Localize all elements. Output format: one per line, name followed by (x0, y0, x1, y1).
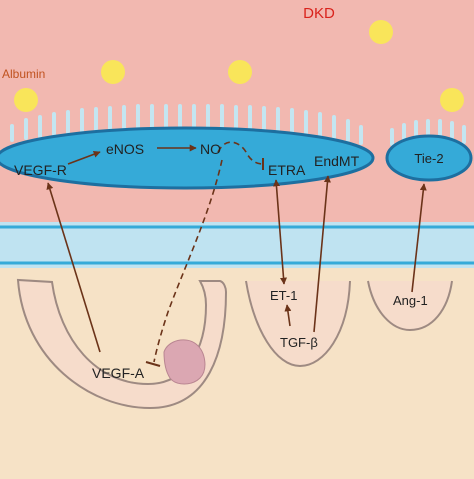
endmt-label: EndMT (314, 153, 360, 169)
etra-label: ETRA (268, 162, 306, 178)
arrow-ang1-to-tie2 (411, 183, 427, 293)
vegf-a-label: VEGF-A (92, 365, 145, 381)
inhibition-no-to-vegfa-bar (145, 361, 161, 367)
albumin-particle (14, 88, 38, 112)
endothelial-layer-background (0, 205, 474, 225)
albumin-particle (369, 20, 393, 44)
arrow-vegfa-to-vegfr (46, 182, 101, 353)
vegf-vesicle (163, 339, 206, 385)
albumin-label: Albumin (2, 67, 45, 81)
endothelial-cell-large (0, 126, 375, 190)
inhibition-no-to-etra (217, 141, 263, 165)
enos-label: eNOS (106, 141, 144, 157)
diagram-title: DKD (303, 5, 335, 22)
no-label: NO (200, 141, 221, 157)
podocyte-foot-process-right (367, 280, 453, 332)
vegf-r-label: VEGF-R (14, 162, 67, 178)
albumin-particle (440, 88, 464, 112)
glycocalyx-large-cell (10, 104, 363, 145)
arrow-enos-to-vegfr-link (67, 150, 101, 165)
arrow-etra-et1 (272, 179, 288, 285)
inhibition-no-to-vegfa (153, 159, 223, 363)
et1-label: ET-1 (270, 288, 297, 303)
podocyte-foot-process-middle (245, 280, 351, 368)
arrow-tgfb-to-endmt (313, 175, 331, 333)
basement-membrane (0, 222, 474, 268)
podocyte-foot-process-left (16, 278, 228, 410)
tie2-label: Tie-2 (414, 151, 443, 166)
tgfb-label: TGF-β (280, 335, 318, 350)
albumin-particle (101, 60, 125, 84)
albumin-particle (228, 60, 252, 84)
ang1-label: Ang-1 (393, 293, 428, 308)
endothelial-cell-small (385, 134, 473, 182)
arrow-tgfb-to-et1 (284, 304, 292, 327)
